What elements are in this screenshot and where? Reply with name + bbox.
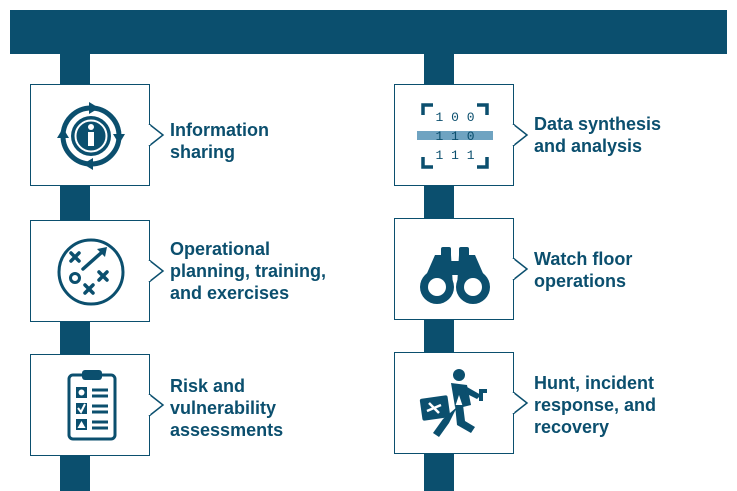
label-information-sharing: Information sharing — [170, 119, 340, 163]
label-line: Data synthesis — [534, 114, 662, 134]
label-line: Operational — [170, 239, 271, 259]
card-data-synthesis: 1 0 0 1 1 0 1 1 1 — [394, 84, 514, 186]
label-line: Hunt, incident — [534, 373, 654, 393]
binoculars-icon — [420, 247, 490, 304]
label-line: and exercises — [170, 283, 290, 303]
label-hunt-incident-response: Hunt, incident response, and recovery — [534, 372, 704, 438]
label-line: response, and — [534, 395, 657, 415]
card-hunt-incident-response — [394, 352, 514, 454]
label-risk-assessments: Risk and vulnerability assessments — [170, 375, 340, 441]
binary-row: 1 1 1 — [435, 148, 474, 163]
label-line: sharing — [170, 142, 236, 162]
label-line: Watch floor — [534, 249, 633, 269]
runner-toolkit-icon — [419, 369, 487, 437]
label-line: vulnerability — [170, 398, 277, 418]
label-line: Information — [170, 120, 269, 140]
binary-scan-icon: 1 0 0 1 1 0 1 1 1 — [417, 103, 493, 169]
card-risk-assessments — [30, 354, 150, 456]
label-line: Risk and — [170, 376, 246, 396]
info-cycle-icon — [57, 102, 125, 170]
label-line: assessments — [170, 420, 284, 440]
header-banner — [10, 10, 727, 54]
tactics-plan-icon — [57, 238, 125, 306]
clipboard-checklist-icon — [67, 370, 117, 441]
label-line: and analysis — [534, 136, 643, 156]
label-line: recovery — [534, 417, 610, 437]
card-operational-planning — [30, 220, 150, 322]
card-information-sharing — [30, 84, 150, 186]
binary-row: 1 1 0 — [435, 129, 474, 144]
card-watch-floor — [394, 218, 514, 320]
label-data-synthesis: Data synthesis and analysis — [534, 113, 704, 157]
label-line: planning, training, — [170, 261, 326, 281]
label-line: operations — [534, 271, 627, 291]
binary-row: 1 0 0 — [435, 110, 474, 125]
label-watch-floor: Watch floor operations — [534, 248, 704, 292]
label-operational-planning: Operational planning, training, and exer… — [170, 238, 340, 304]
